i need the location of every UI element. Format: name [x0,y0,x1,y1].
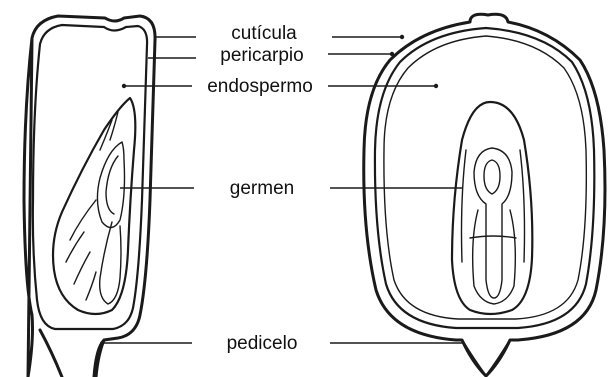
label-pericarpio: pericarpio [220,45,303,66]
leader-endospermo-dot-right [434,84,438,88]
leader-pericarpio-dot [390,52,394,56]
label-cuticula: cutícula [231,23,297,44]
left-kernel-embryo [97,142,124,304]
right-kernel-tip-cap [462,340,510,376]
right-kernel-cuticle [364,14,605,376]
left-kernel-pericarp [33,25,147,329]
labels: cutícula pericarpio endospermo germen pe… [207,23,313,354]
cross-section-kernel [364,14,605,376]
right-kernel-embryo [473,148,516,304]
label-endospermo: endospermo [207,76,313,97]
label-germen: germen [230,178,294,199]
leader-cuticula-dot [400,35,404,39]
leader-endospermo-dot-left [122,84,126,88]
left-kernel-germ-texture [66,112,118,300]
label-pedicelo: pedicelo [227,333,298,354]
longitudinal-section-kernel [24,16,155,377]
right-kernel-germ [452,102,532,314]
right-kernel-endosperm [384,36,586,319]
